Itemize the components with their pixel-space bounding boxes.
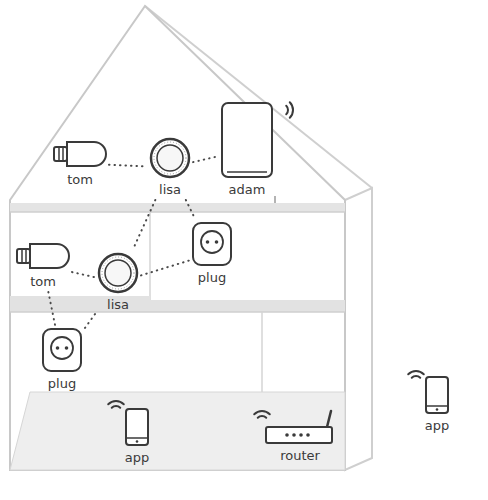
- tom-icon: [17, 242, 69, 270]
- device-label: plug: [198, 270, 226, 285]
- floor-slab: [10, 203, 345, 212]
- dotted-link: [186, 200, 195, 219]
- device-label: router: [280, 448, 320, 463]
- router-device: router: [265, 410, 335, 463]
- wall-mark: [274, 196, 276, 203]
- app-device: app: [123, 408, 152, 465]
- plug-device: plug: [192, 222, 232, 285]
- dotted-link: [133, 200, 156, 250]
- tom-icon: [54, 140, 106, 168]
- plug-icon: [192, 222, 232, 266]
- ceiling-line: [10, 311, 345, 313]
- app-icon: [425, 376, 449, 414]
- adam-device: adam: [221, 102, 273, 197]
- dotted-link: [85, 314, 95, 328]
- house-outline: [10, 6, 345, 470]
- tom-device: tom: [17, 242, 69, 289]
- device-label: app: [125, 450, 149, 465]
- plug-icon: [42, 328, 82, 372]
- partition: [149, 212, 151, 300]
- lisa-icon: [98, 253, 138, 293]
- lisa-device: lisa: [98, 253, 138, 312]
- lisa-icon: [150, 138, 190, 178]
- ground-floor: [10, 392, 345, 470]
- wifi-symbols: [108, 102, 424, 422]
- device-label: tom: [67, 172, 93, 187]
- device-label: plug: [48, 376, 76, 391]
- partition: [261, 312, 263, 392]
- side-wall: [345, 188, 372, 470]
- tom-device: tom: [54, 140, 106, 187]
- app-device: app: [423, 376, 452, 433]
- router-icon: [265, 410, 335, 444]
- device-label: lisa: [107, 297, 129, 312]
- lisa-device: lisa: [150, 138, 190, 197]
- dotted-link: [193, 156, 218, 162]
- dotted-link: [72, 272, 95, 277]
- floor-slab: [10, 296, 345, 312]
- device-label: adam: [229, 182, 266, 197]
- device-label: app: [425, 418, 449, 433]
- dotted-link: [48, 292, 55, 325]
- app-icon: [125, 408, 149, 446]
- device-label: tom: [30, 274, 56, 289]
- dotted-link: [109, 165, 147, 167]
- device-label: lisa: [159, 182, 181, 197]
- plug-device: plug: [42, 328, 82, 391]
- adam-icon: [221, 102, 273, 178]
- ceiling-line: [10, 211, 345, 213]
- dotted-link: [141, 261, 189, 276]
